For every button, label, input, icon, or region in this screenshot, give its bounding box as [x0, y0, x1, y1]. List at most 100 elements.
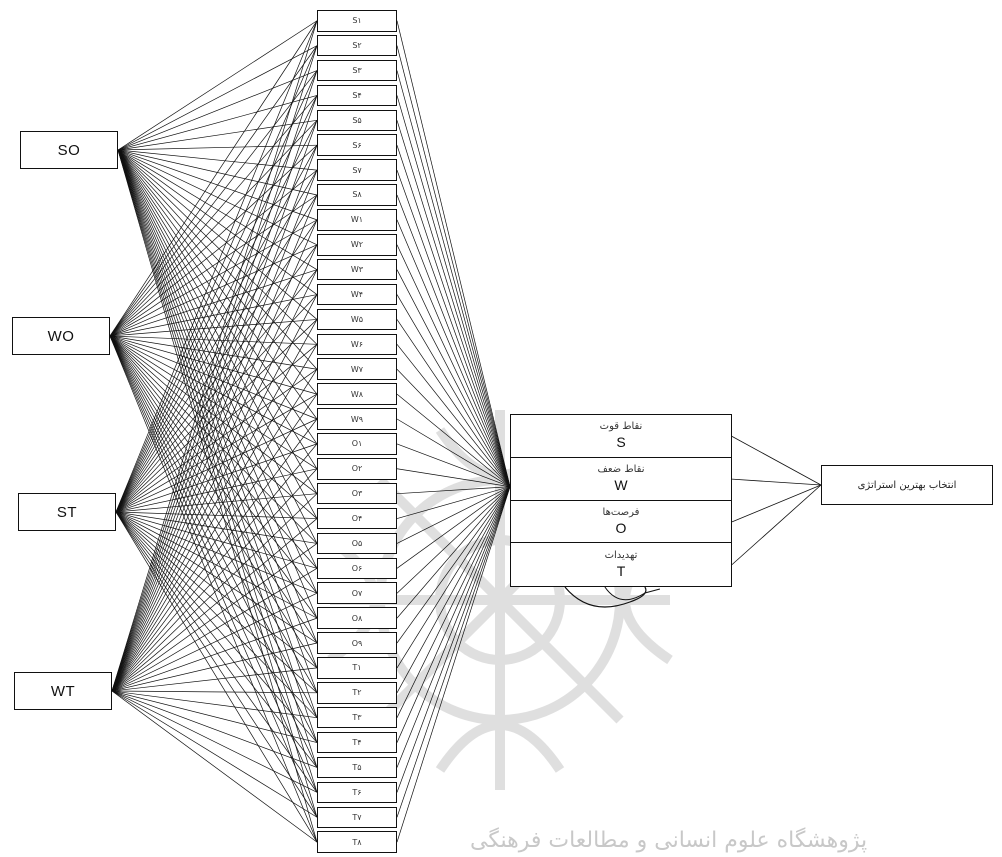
factor-label: S۶	[352, 140, 362, 150]
connector-line	[396, 368, 511, 487]
connector-line	[396, 443, 511, 487]
connector-line	[109, 194, 318, 337]
connector-line	[111, 145, 318, 692]
swot-opportunities: فرصت‌ها O	[511, 501, 731, 544]
connector-line	[115, 294, 318, 513]
strategy-label: WT	[50, 682, 76, 700]
connector-line	[396, 486, 511, 768]
connector-line	[115, 219, 318, 513]
connector-line	[109, 244, 318, 337]
factor-box: S۴	[317, 84, 397, 107]
connector-line	[109, 70, 318, 337]
factor-box: T۳	[317, 706, 397, 729]
connector-line	[396, 486, 511, 619]
factor-box: O۸	[317, 607, 397, 629]
feedback-arrow-icon	[604, 586, 661, 601]
factor-label: T۵	[352, 762, 362, 772]
connector-line	[109, 319, 318, 337]
connector-line	[115, 511, 318, 544]
factor-box: S۸	[317, 184, 397, 206]
connector-line	[115, 511, 318, 793]
swot-name: نقاط قوت	[599, 421, 643, 433]
connector-line	[396, 486, 511, 544]
factor-label: S۴	[352, 90, 362, 100]
connector-line	[109, 335, 318, 644]
connector-line	[109, 335, 318, 470]
factor-label: O۹	[351, 638, 363, 648]
connector-line	[109, 95, 318, 337]
factor-label: W۷	[350, 364, 364, 374]
factor-label: T۱	[352, 663, 362, 673]
swot-box: نقاط قوت S نقاط ضعف W فرصت‌ها O تهدیدات …	[510, 414, 732, 587]
factor-label: O۳	[351, 489, 363, 499]
connector-line	[109, 335, 318, 718]
connector-line	[396, 486, 511, 594]
factor-label: W۲	[350, 240, 364, 250]
connector-line	[109, 335, 318, 420]
connector-line	[117, 119, 318, 151]
factor-box: W۹	[317, 408, 397, 430]
strategy-wt: WT	[14, 672, 112, 710]
connector-line	[109, 335, 318, 370]
swot-name: تهدیدات	[604, 550, 638, 562]
connector-line	[111, 690, 318, 793]
connector-line	[117, 149, 318, 445]
factor-box: T۸	[317, 831, 397, 853]
connector-line	[109, 20, 318, 337]
factor-box: O۳	[317, 482, 397, 505]
factor-label: W۵	[350, 314, 364, 324]
factor-box: S۷	[317, 159, 397, 181]
connector-line	[111, 443, 318, 692]
factor-label: S۲	[352, 41, 362, 51]
factor-box: S۱	[317, 10, 397, 32]
factor-box: O۶	[317, 557, 397, 580]
connector-line	[117, 149, 318, 469]
connector-line	[396, 486, 511, 495]
connector-line	[117, 149, 318, 718]
factor-label: S۵	[352, 115, 362, 125]
connector-line	[396, 486, 511, 718]
connector-line	[396, 486, 511, 818]
connector-line	[109, 335, 318, 619]
connector-line	[111, 169, 318, 692]
factor-box: T۶	[317, 781, 397, 804]
connector-line	[396, 169, 511, 487]
strategy-label: ST	[56, 503, 78, 521]
connector-line	[396, 486, 511, 644]
factor-label: W۸	[350, 389, 364, 399]
connector-line	[115, 511, 318, 818]
connector-line	[109, 219, 318, 337]
connector-line	[396, 393, 511, 487]
factor-label: W۶	[350, 339, 364, 349]
swot-threats: تهدیدات T	[511, 543, 731, 586]
connector-line	[111, 393, 318, 692]
connector-line	[115, 511, 318, 519]
factor-label: O۴	[351, 514, 363, 524]
feedback-arrow-icon	[564, 586, 647, 608]
factor-label: W۹	[350, 414, 364, 424]
connector-line	[115, 511, 318, 718]
factor-label: S۱	[352, 16, 362, 26]
connector-line	[115, 511, 318, 768]
connector-line	[109, 335, 318, 818]
swot-name: نقاط ضعف	[597, 464, 645, 476]
connector-line	[396, 486, 511, 569]
connector-line	[396, 95, 511, 487]
factor-label: T۳	[352, 713, 362, 723]
connector-line	[115, 120, 318, 513]
connector-line	[111, 642, 318, 692]
factor-box: T۵	[317, 756, 397, 779]
connector-line	[117, 149, 318, 669]
swot-letter: O	[615, 519, 627, 536]
connector-line	[115, 45, 318, 513]
connector-line	[117, 149, 318, 494]
factor-box: T۱	[317, 657, 397, 679]
factor-box: W۷	[317, 358, 397, 380]
connector-line	[115, 319, 318, 513]
connector-line	[109, 269, 318, 337]
connector-line	[109, 335, 318, 569]
connector-line	[111, 690, 318, 768]
factor-label: O۵	[351, 538, 363, 548]
